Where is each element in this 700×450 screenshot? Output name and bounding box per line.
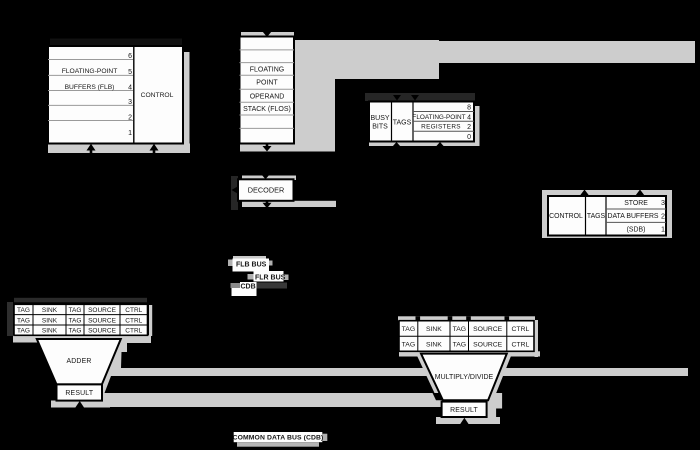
- svg-text:2: 2: [467, 124, 471, 131]
- svg-text:2: 2: [128, 115, 132, 122]
- svg-text:DECODER: DECODER: [248, 186, 285, 195]
- svg-text:BUFFERS (FLB): BUFFERS (FLB): [65, 84, 115, 91]
- svg-text:SINK: SINK: [42, 317, 58, 324]
- svg-text:CTRL: CTRL: [125, 317, 142, 324]
- svg-text:CONTROL: CONTROL: [141, 92, 174, 99]
- svg-text:TAG: TAG: [69, 317, 82, 324]
- svg-text:TAG: TAG: [17, 307, 30, 314]
- svg-text:CDB: CDB: [241, 283, 256, 290]
- svg-text:FLOATING-POINT: FLOATING-POINT: [62, 68, 118, 75]
- svg-text:TAG: TAG: [69, 307, 82, 314]
- svg-text:4: 4: [467, 114, 471, 121]
- svg-text:4: 4: [128, 84, 132, 91]
- svg-text:TAGS: TAGS: [587, 213, 606, 220]
- svg-text:SOURCE: SOURCE: [473, 326, 503, 333]
- svg-text:SOURCE: SOURCE: [88, 307, 116, 314]
- svg-text:SINK: SINK: [42, 307, 58, 314]
- svg-text:SOURCE: SOURCE: [473, 341, 503, 348]
- svg-text:RESULT: RESULT: [450, 407, 478, 414]
- svg-text:TAGS: TAGS: [393, 119, 412, 126]
- svg-text:3: 3: [128, 99, 132, 106]
- svg-text:0: 0: [467, 134, 471, 141]
- svg-text:CTRL: CTRL: [125, 328, 142, 335]
- svg-text:FLOATING-POINT: FLOATING-POINT: [412, 114, 465, 121]
- svg-text:SINK: SINK: [42, 328, 58, 335]
- svg-text:2: 2: [661, 211, 665, 220]
- svg-text:REGISTERS: REGISTERS: [421, 124, 461, 131]
- svg-text:MULTIPLY/DIVIDE: MULTIPLY/DIVIDE: [435, 374, 494, 381]
- svg-text:COMMON DATA BUS (CDB): COMMON DATA BUS (CDB): [233, 435, 324, 442]
- svg-text:8: 8: [467, 104, 471, 111]
- svg-text:RESULT: RESULT: [65, 390, 93, 397]
- svg-text:CTRL: CTRL: [512, 326, 530, 333]
- svg-text:BUSY: BUSY: [370, 115, 389, 122]
- svg-text:POINT: POINT: [256, 80, 278, 87]
- svg-text:FLB BUS: FLB BUS: [236, 262, 267, 269]
- svg-text:6: 6: [128, 53, 132, 60]
- svg-text:TAG: TAG: [69, 328, 82, 335]
- svg-text:TAG: TAG: [402, 341, 415, 348]
- svg-text:1: 1: [128, 130, 132, 137]
- svg-text:DATA BUFFERS: DATA BUFFERS: [607, 213, 658, 220]
- svg-text:CTRL: CTRL: [125, 307, 142, 314]
- svg-text:SOURCE: SOURCE: [88, 317, 116, 324]
- svg-text:FLR BUS: FLR BUS: [255, 274, 286, 281]
- svg-text:TAG: TAG: [17, 328, 30, 335]
- svg-text:OPERAND: OPERAND: [250, 93, 285, 100]
- svg-text:CTRL: CTRL: [512, 341, 530, 348]
- svg-text:CONTROL: CONTROL: [549, 213, 583, 220]
- svg-text:(SDB): (SDB): [627, 226, 646, 233]
- svg-text:TAG: TAG: [453, 341, 466, 348]
- svg-text:TAG: TAG: [17, 317, 30, 324]
- svg-text:STORE: STORE: [624, 200, 648, 207]
- svg-text:5: 5: [128, 69, 132, 76]
- svg-text:SOURCE: SOURCE: [88, 328, 116, 335]
- svg-text:SINK: SINK: [426, 326, 442, 333]
- svg-text:TAG: TAG: [453, 326, 466, 333]
- svg-text:SINK: SINK: [426, 341, 442, 348]
- svg-text:FLOATING: FLOATING: [250, 66, 284, 73]
- svg-text:1: 1: [661, 225, 665, 234]
- svg-text:BITS: BITS: [372, 123, 388, 130]
- svg-text:ADDER: ADDER: [66, 358, 91, 365]
- svg-text:STACK (FLOS): STACK (FLOS): [243, 106, 291, 113]
- svg-text:3: 3: [661, 198, 665, 207]
- svg-text:TAG: TAG: [402, 326, 415, 333]
